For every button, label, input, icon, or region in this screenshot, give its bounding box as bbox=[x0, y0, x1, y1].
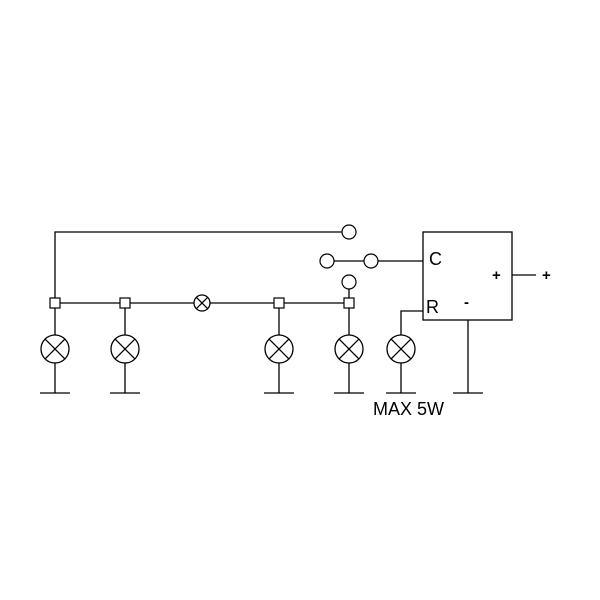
lamp-2 bbox=[110, 334, 140, 394]
terminal-r-label: R bbox=[426, 297, 439, 317]
rating-label: MAX 5W bbox=[373, 399, 444, 419]
lamp-r bbox=[386, 310, 423, 394]
junction-node-icon bbox=[119, 297, 131, 309]
lamp-4 bbox=[334, 334, 364, 394]
lamp-x-icon bbox=[386, 334, 416, 364]
control-module: C R + - + bbox=[422, 231, 551, 394]
junction-nodes bbox=[49, 297, 355, 309]
terminal-plus-label: + bbox=[492, 267, 501, 284]
junction-node-icon bbox=[49, 297, 61, 309]
junction-node-icon bbox=[343, 297, 355, 309]
lamp-3 bbox=[264, 334, 294, 394]
junction-node-icon bbox=[273, 297, 285, 309]
terminal-minus-label: - bbox=[464, 294, 469, 311]
lamp-x-icon bbox=[110, 334, 140, 364]
top-wire bbox=[54, 231, 342, 303]
drop-wires bbox=[54, 308, 350, 335]
bus-lamp bbox=[193, 294, 211, 312]
terminal-c-label: C bbox=[429, 249, 442, 269]
lamp-x-icon bbox=[264, 334, 294, 364]
switch-contact-icon bbox=[363, 253, 379, 269]
lamp-x-icon bbox=[193, 294, 211, 312]
switch-contact-icon bbox=[341, 274, 357, 290]
module-box bbox=[422, 231, 513, 321]
switch-contact-icon bbox=[341, 224, 357, 240]
switch-contact-icon bbox=[319, 253, 335, 269]
lamp-1 bbox=[40, 334, 70, 394]
lamp-x-icon bbox=[334, 334, 364, 364]
output-plus-label: + bbox=[542, 267, 551, 284]
switch-contacts bbox=[319, 224, 423, 298]
lamp-x-icon bbox=[40, 334, 70, 364]
